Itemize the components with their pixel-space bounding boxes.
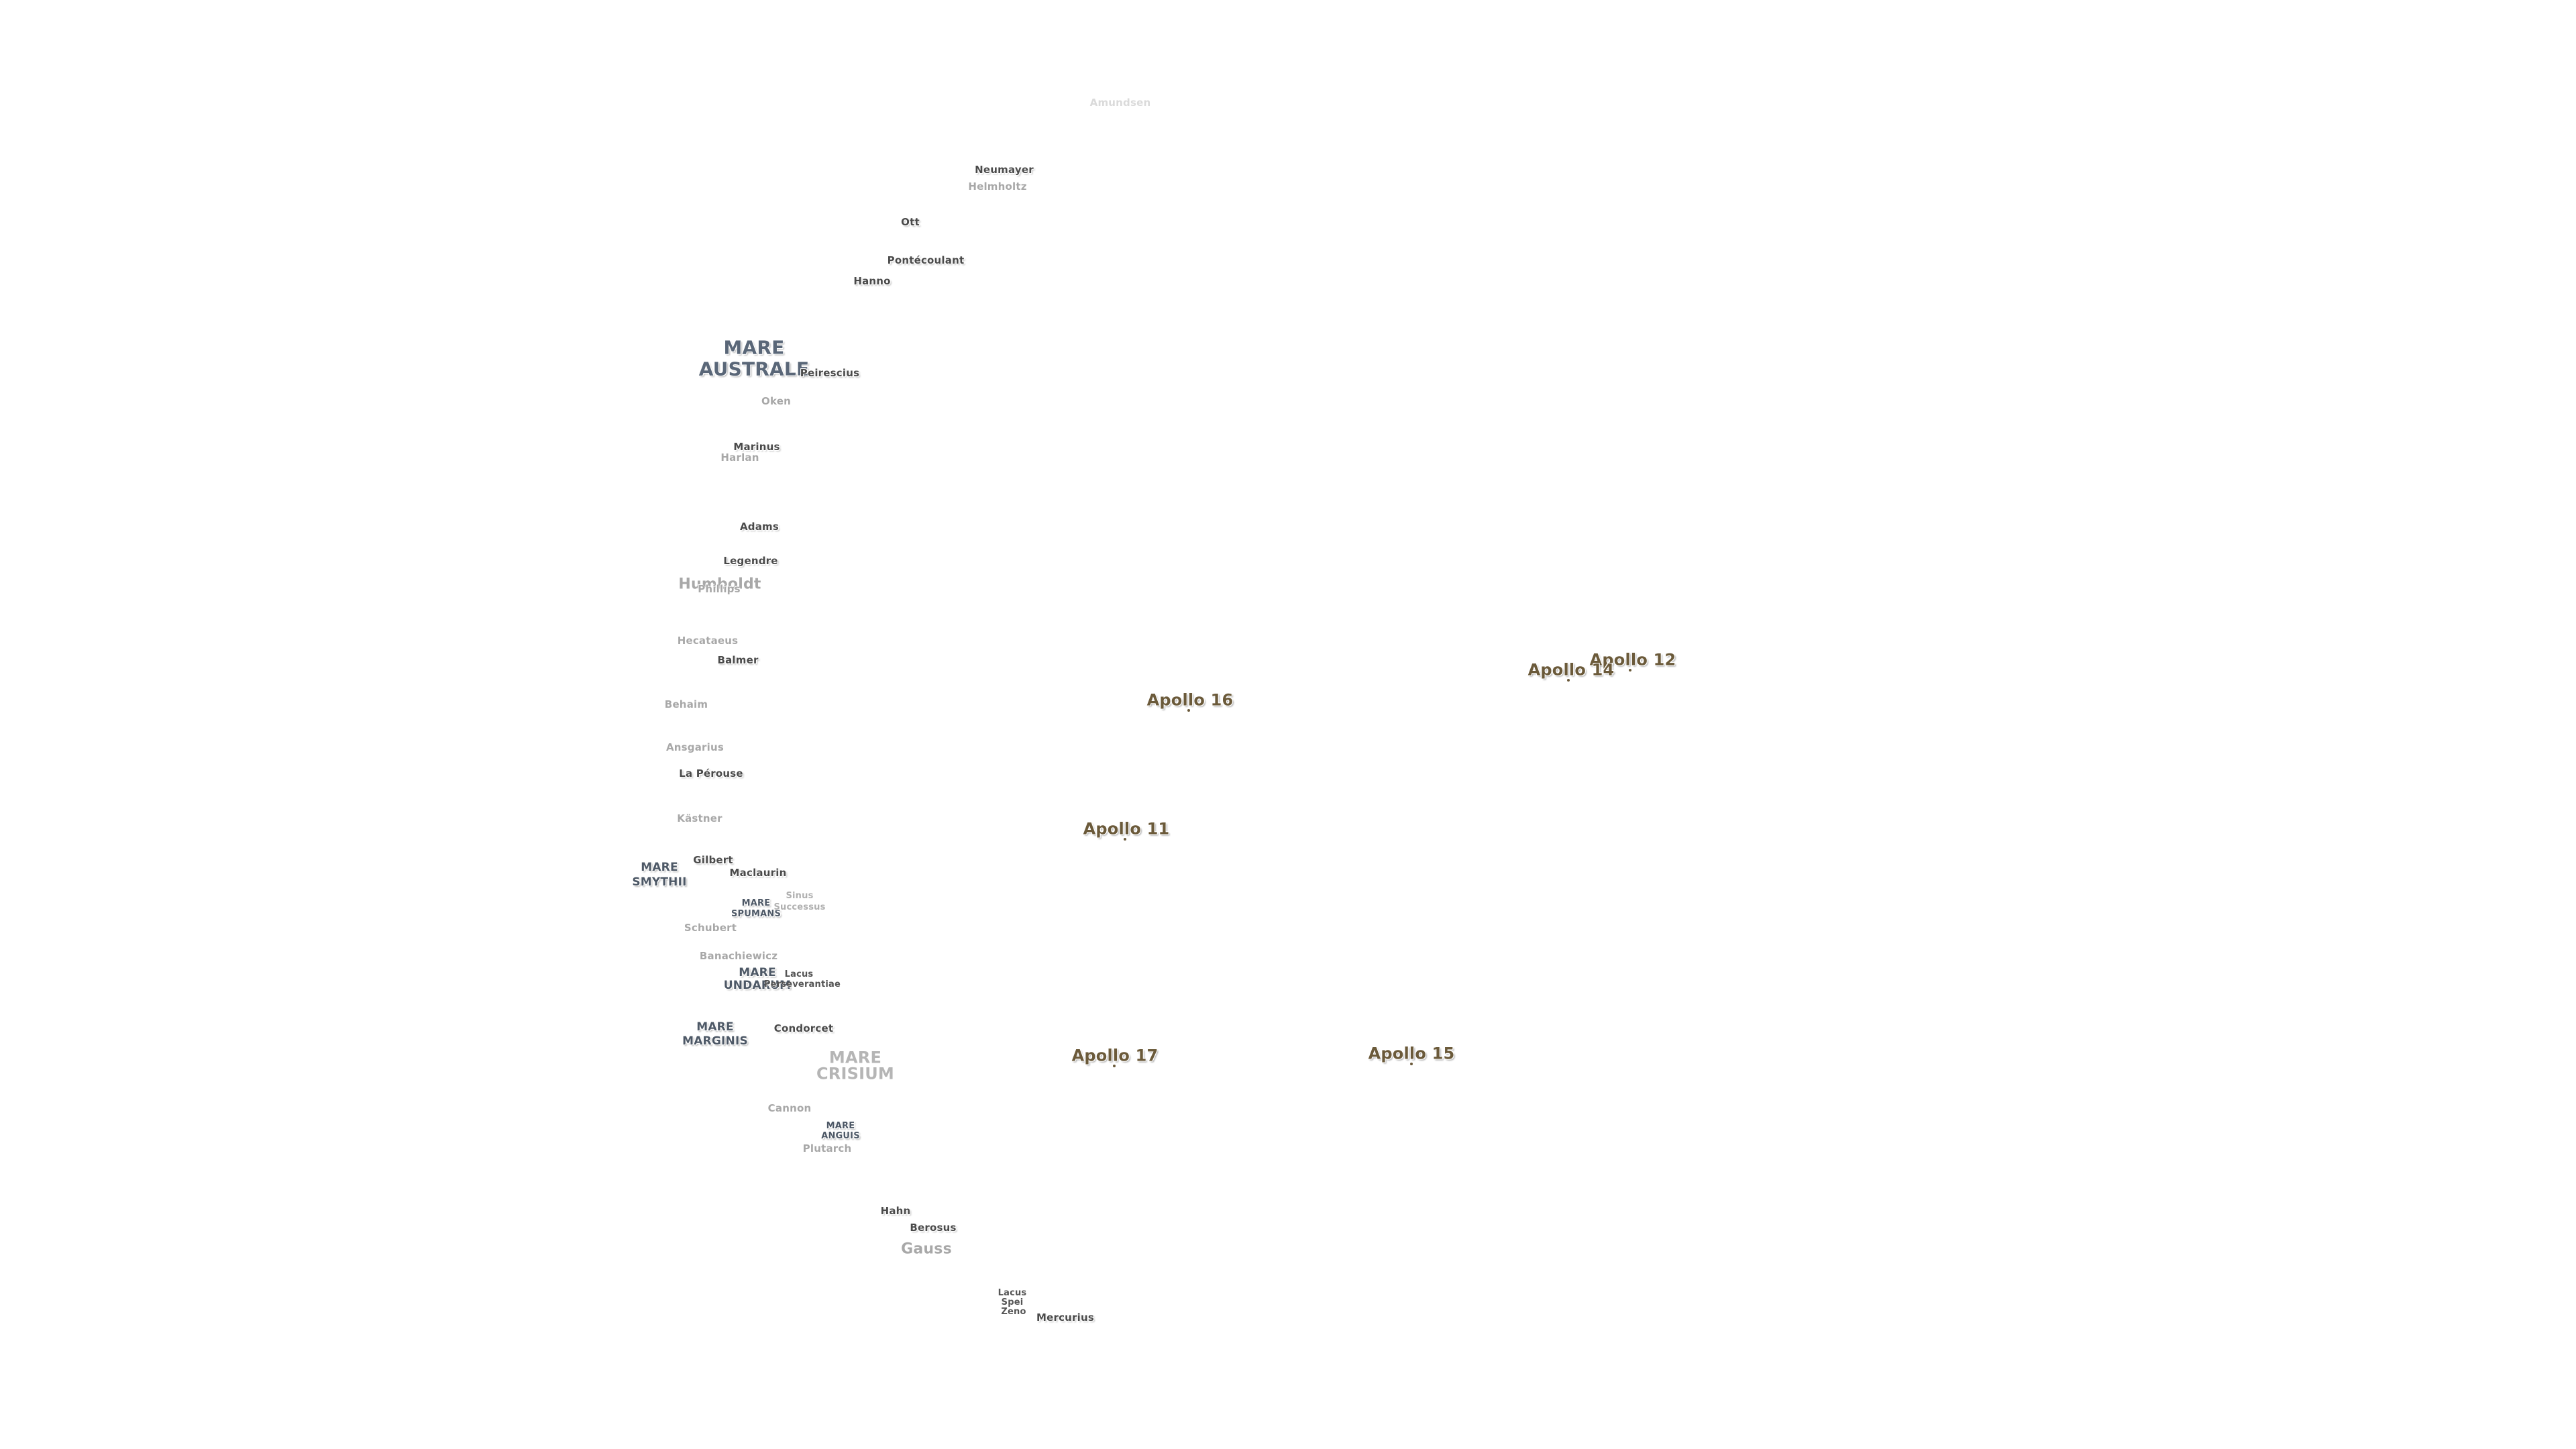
label-mare-anguis-1: MARE bbox=[826, 1121, 855, 1132]
label-la-perouse: La Pérouse bbox=[679, 767, 743, 780]
label-helmholtz: Helmholtz bbox=[968, 180, 1027, 193]
label-sinus-successus-2: Successus bbox=[773, 902, 826, 913]
label-humboldt: Humboldt bbox=[678, 576, 761, 593]
label-marinus: Marinus bbox=[733, 441, 780, 453]
label-mercurius: Mercurius bbox=[1036, 1311, 1095, 1324]
label-apollo-16[interactable]: Apollo 16 bbox=[1146, 690, 1234, 710]
label-mare-anguis-2: ANGUIS bbox=[821, 1131, 860, 1142]
label-hecataeus: Hecataeus bbox=[677, 635, 739, 647]
label-gilbert: Gilbert bbox=[693, 854, 733, 867]
label-balmer: Balmer bbox=[717, 654, 759, 667]
label-maclaurin: Maclaurin bbox=[729, 867, 787, 879]
label-lacus-spei-2: Spei bbox=[1001, 1297, 1024, 1308]
label-apollo-17[interactable]: Apollo 17 bbox=[1071, 1046, 1159, 1065]
label-mare-smythii-1: MARE bbox=[641, 861, 678, 875]
label-adams: Adams bbox=[739, 521, 780, 533]
label-mare-australe-1: MARE bbox=[723, 336, 785, 359]
label-hahn: Hahn bbox=[880, 1205, 911, 1218]
apollo-12-marker[interactable] bbox=[1629, 669, 1631, 672]
apollo-15-marker[interactable] bbox=[1410, 1063, 1413, 1065]
apollo-11-marker[interactable] bbox=[1124, 838, 1126, 841]
label-hanno: Hanno bbox=[853, 275, 891, 288]
label-lacus-perseverantiae-2: Perseverantiae bbox=[763, 979, 841, 990]
label-oken: Oken bbox=[761, 395, 791, 408]
apollo-17-marker[interactable] bbox=[1113, 1065, 1116, 1067]
label-berosus: Berosus bbox=[910, 1222, 957, 1234]
label-apollo-14[interactable]: Apollo 14 bbox=[1527, 660, 1615, 680]
label-peirescius: Peirescius bbox=[800, 367, 860, 380]
label-legendre: Legendre bbox=[723, 555, 778, 568]
label-schubert: Schubert bbox=[684, 922, 737, 934]
label-phillips: Phillips bbox=[698, 583, 741, 596]
label-sinus-successus-1: Sinus bbox=[786, 891, 814, 902]
label-behaim: Behaim bbox=[664, 698, 708, 711]
label-cannon: Cannon bbox=[767, 1102, 812, 1115]
label-plutarch: Plutarch bbox=[802, 1142, 852, 1155]
label-banachiewicz: Banachiewicz bbox=[699, 950, 778, 963]
label-mare-australe-2: AUSTRALE bbox=[698, 358, 810, 380]
label-neumayer: Neumayer bbox=[975, 164, 1034, 176]
label-mare-spumans-1: MARE bbox=[741, 898, 771, 909]
label-condorcet: Condorcet bbox=[773, 1022, 834, 1035]
label-gauss: Gauss bbox=[901, 1240, 952, 1258]
label-mare-undarum-2: UNDARUM bbox=[723, 979, 792, 993]
label-kastner: Kästner bbox=[677, 812, 722, 825]
label-mare-marginis-1: MARE bbox=[696, 1020, 734, 1034]
label-mare-spumans-2: SPUMANS bbox=[731, 909, 782, 920]
label-apollo-12[interactable]: Apollo 12 bbox=[1589, 650, 1676, 669]
label-ott: Ott bbox=[901, 216, 920, 229]
label-harlan: Harlan bbox=[720, 451, 759, 464]
label-mare-crisium-1: MARE bbox=[828, 1048, 882, 1067]
label-pontecoulant: Pontécoulant bbox=[887, 254, 965, 267]
label-apollo-11[interactable]: Apollo 11 bbox=[1083, 819, 1170, 839]
label-mare-undarum-1: MARE bbox=[739, 966, 776, 980]
label-lacus-spei-3: Zeno bbox=[1001, 1307, 1026, 1318]
label-mare-marginis-2: MARGINIS bbox=[682, 1034, 748, 1049]
label-amundsen: Amundsen bbox=[1089, 97, 1151, 109]
label-lacus-spei-1: Lacus bbox=[998, 1288, 1027, 1299]
label-ansgarius: Ansgarius bbox=[665, 741, 724, 754]
label-mare-crisium-2: CRISIUM bbox=[816, 1064, 895, 1083]
apollo-16-marker[interactable] bbox=[1187, 709, 1190, 712]
label-lacus-perseverantiae-1: Lacus bbox=[784, 969, 814, 980]
apollo-14-marker[interactable] bbox=[1567, 679, 1570, 682]
label-apollo-15[interactable]: Apollo 15 bbox=[1368, 1044, 1455, 1063]
label-mare-smythii-2: SMYTHII bbox=[632, 875, 687, 890]
